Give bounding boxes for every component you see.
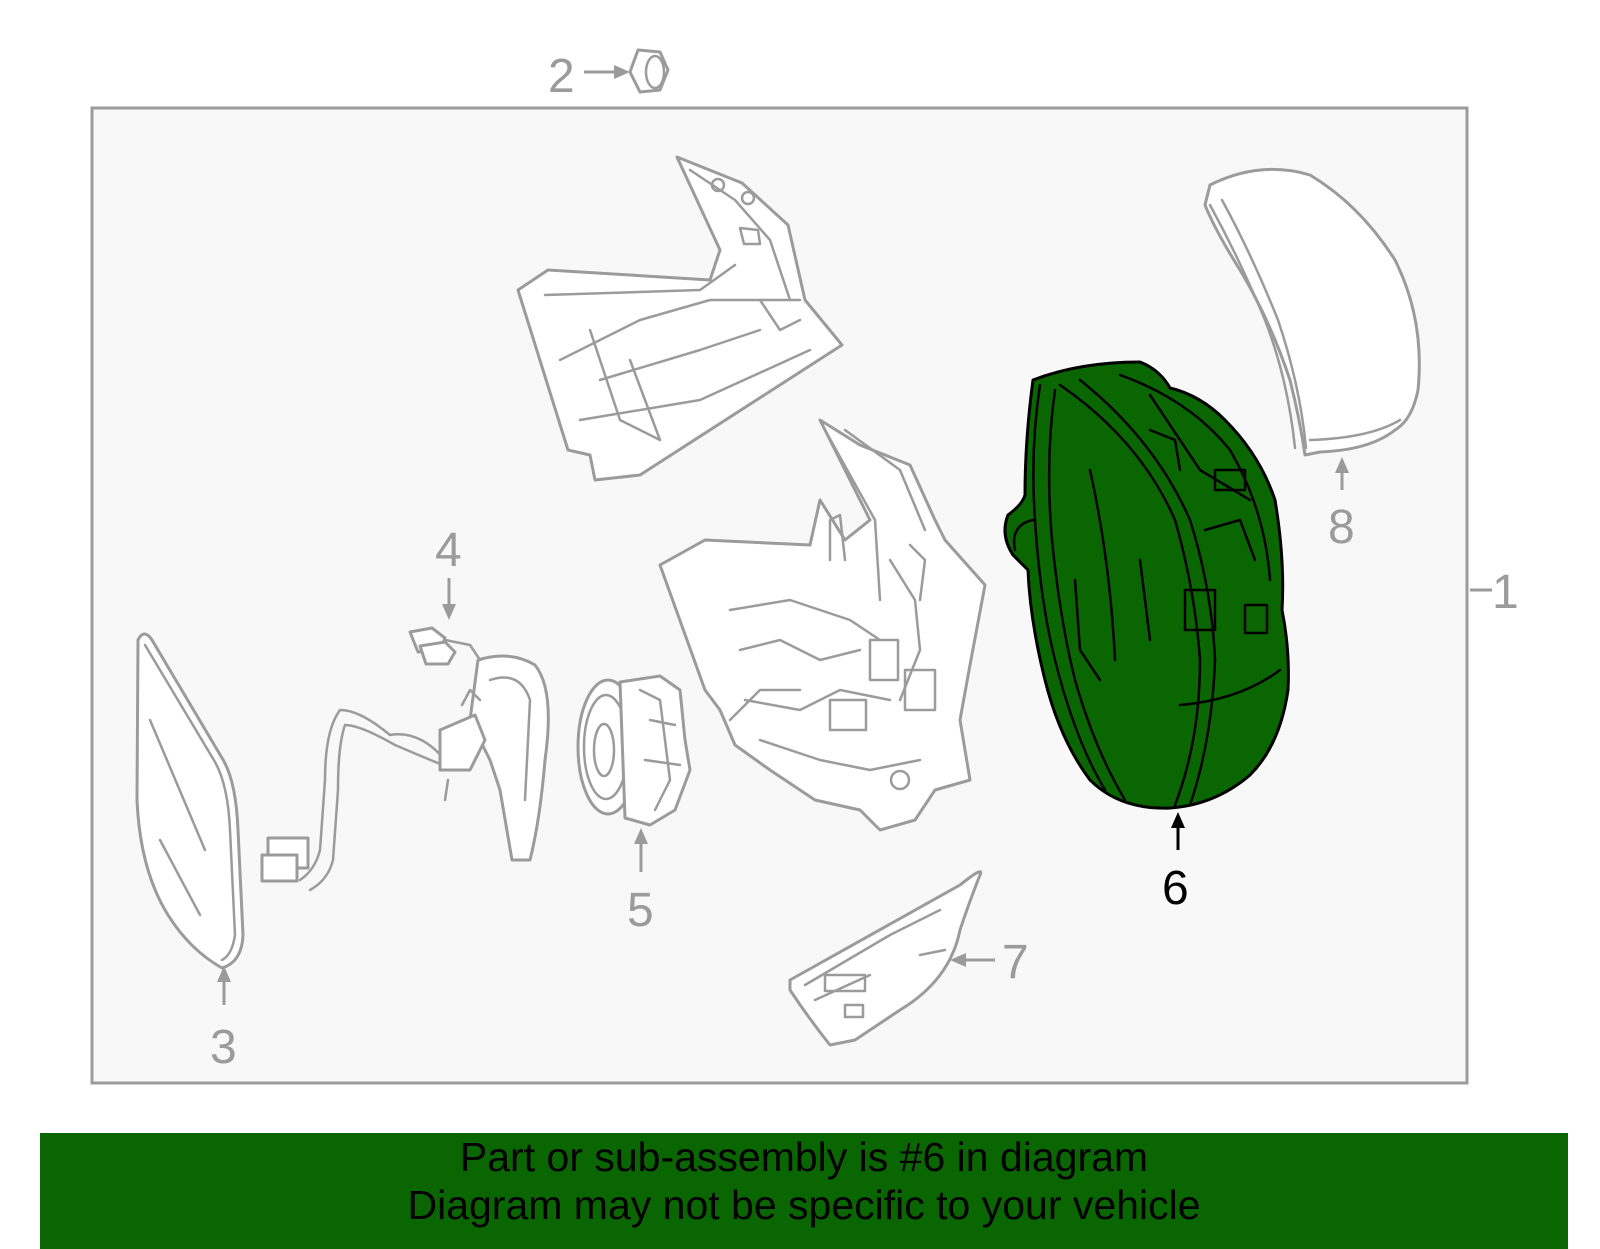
nut-part — [628, 48, 670, 94]
callout-8-label: 8 — [1328, 501, 1355, 554]
callout-2-group: 2 — [548, 48, 670, 103]
mirror-glass — [135, 632, 245, 970]
callout-8-group: 8 — [1203, 167, 1421, 554]
wire-harness — [260, 626, 550, 892]
mirror-housing-highlighted[interactable] — [1003, 360, 1290, 810]
callout-5-group: 5 — [576, 674, 692, 937]
banner-line-part: Part or sub-assembly is #6 in diagram — [459, 1134, 1149, 1180]
callout-2-label: 2 — [548, 50, 575, 103]
callout-6-label: 6 — [1162, 862, 1189, 915]
mirror-mount-bracket — [516, 155, 844, 482]
mirror-base-housing — [658, 418, 987, 832]
callout-3-group: 3 — [135, 632, 245, 1074]
info-banner: Part or sub-assembly is #6 in diagram Di… — [40, 1133, 1568, 1249]
actuator-motor — [576, 674, 692, 827]
callout-1-label: 1 — [1492, 566, 1519, 619]
signal-lamp — [788, 870, 983, 1047]
callout-4-group: 4 — [260, 524, 550, 892]
callout-7-label: 7 — [1002, 936, 1029, 989]
callout-5-label: 5 — [627, 884, 654, 937]
banner-line-disclaimer: Diagram may not be specific to your vehi… — [407, 1182, 1201, 1228]
mirror-cover-cap — [1203, 167, 1421, 457]
callout-7-group: 7 — [788, 870, 1029, 1047]
callout-1-group: 1 — [1470, 566, 1519, 619]
parts-diagram: 2 1 — [90, 48, 1519, 1085]
callout-4-label: 4 — [435, 524, 462, 577]
callout-6-group[interactable]: 6 — [1003, 360, 1290, 915]
callout-3-label: 3 — [210, 1021, 237, 1074]
